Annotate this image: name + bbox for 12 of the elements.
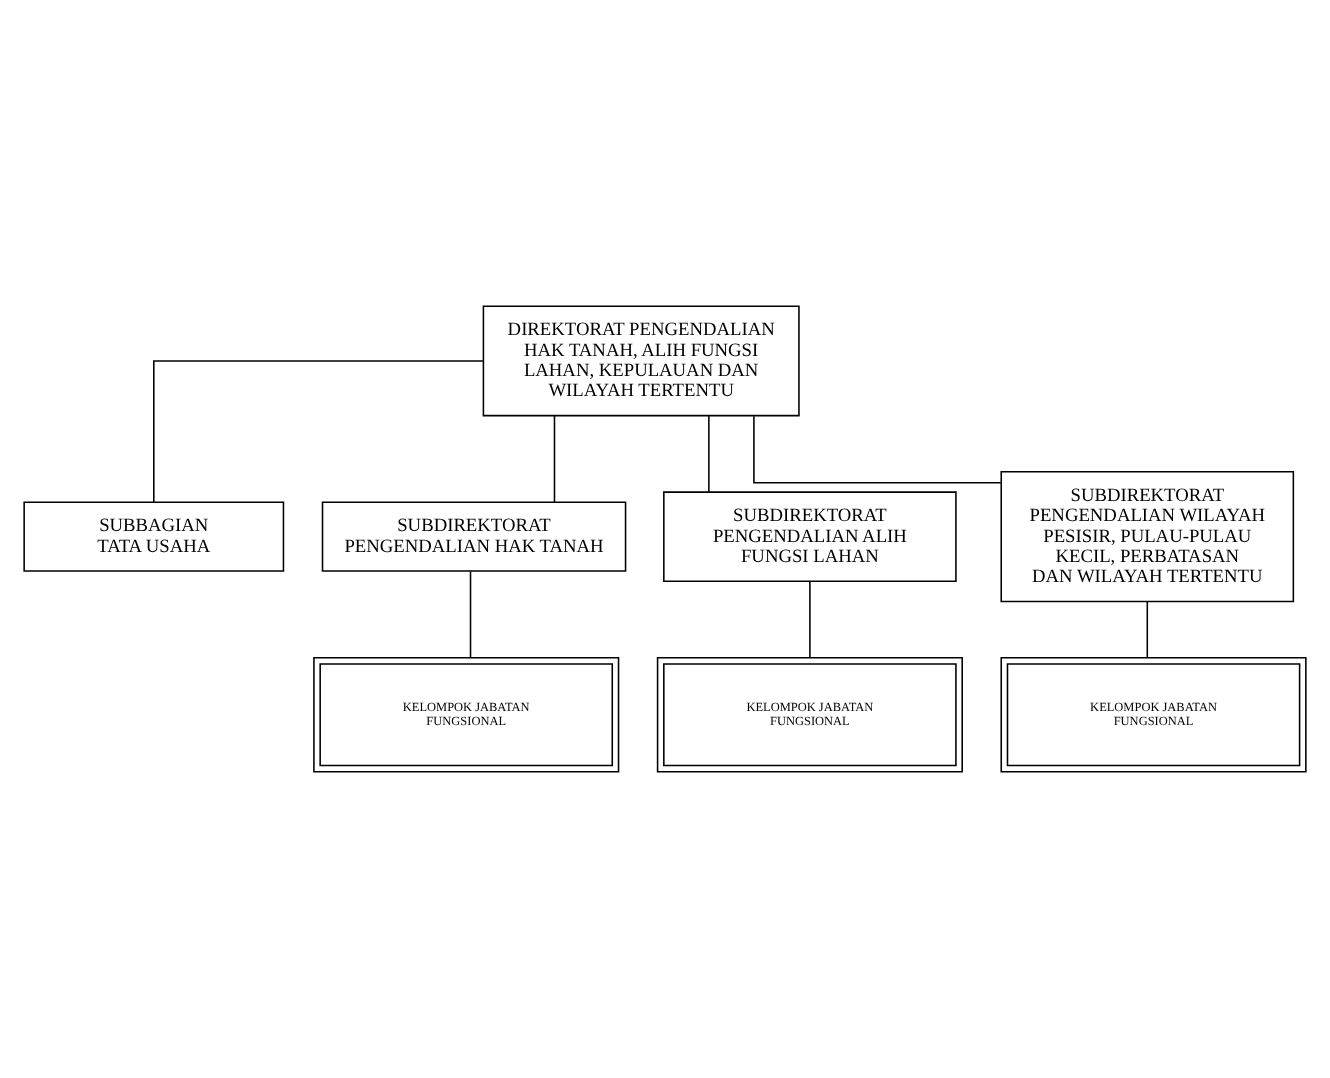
connector: [809, 580, 811, 659]
node-box: SUBBAGIAN TATA USAHA: [23, 501, 285, 572]
connector: [1146, 601, 1149, 659]
node-box: SUBDIREKTORAT PENGENDALIAN HAK TANAH: [321, 501, 627, 572]
node-box: SUBDIREKTORAT PENGENDALIAN ALIH FUNGSI LAHAN: [663, 491, 957, 582]
connector: [708, 415, 710, 493]
node-box: DIREKTORAT PENGENDALIAN HAK TANAH, ALIH FUNGSI LAHAN, KEPULAUAN DAN WILAYAH TERTENTU: [482, 305, 800, 417]
node-box: SUBDIREKTORAT PENGENDALIAN WILAYAH PESISIR, PULAU-PULAU KECIL, PERBATASAN DAN WILAYAH TERTENTU: [1000, 471, 1295, 603]
connector: [753, 415, 1002, 484]
connector: [153, 360, 484, 503]
connector: [469, 570, 472, 659]
connector: [553, 415, 556, 503]
